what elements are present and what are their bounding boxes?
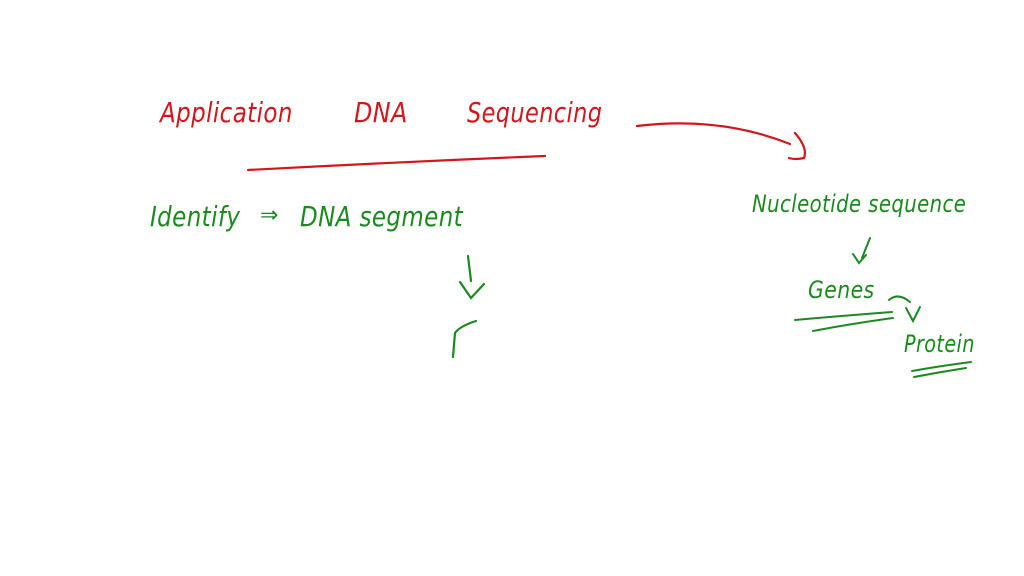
title-arrow-icon: [635, 122, 807, 161]
note-dna-segment: DNA segment: [300, 200, 464, 233]
down-arrow-icon: [458, 254, 486, 300]
genes-to-protein-arrow-icon: [888, 295, 921, 324]
note-genes: Genes: [808, 276, 875, 304]
note-identify: Identify: [150, 200, 241, 233]
protein-underline: [911, 361, 972, 378]
title-word-application: Application: [160, 96, 293, 129]
title-word-sequencing: Sequencing: [467, 96, 603, 129]
title-underline: [246, 154, 547, 172]
genes-underline: [794, 311, 894, 332]
partial-letter-stroke: [451, 319, 478, 359]
note-nucleotide-sequence: Nucleotide sequence: [752, 190, 967, 218]
title-word-dna: DNA: [354, 96, 408, 129]
nucleotide-to-genes-arrow-icon: [852, 237, 871, 265]
implies-arrow-icon: ⇒: [260, 203, 279, 228]
note-protein: Protein: [904, 330, 975, 358]
